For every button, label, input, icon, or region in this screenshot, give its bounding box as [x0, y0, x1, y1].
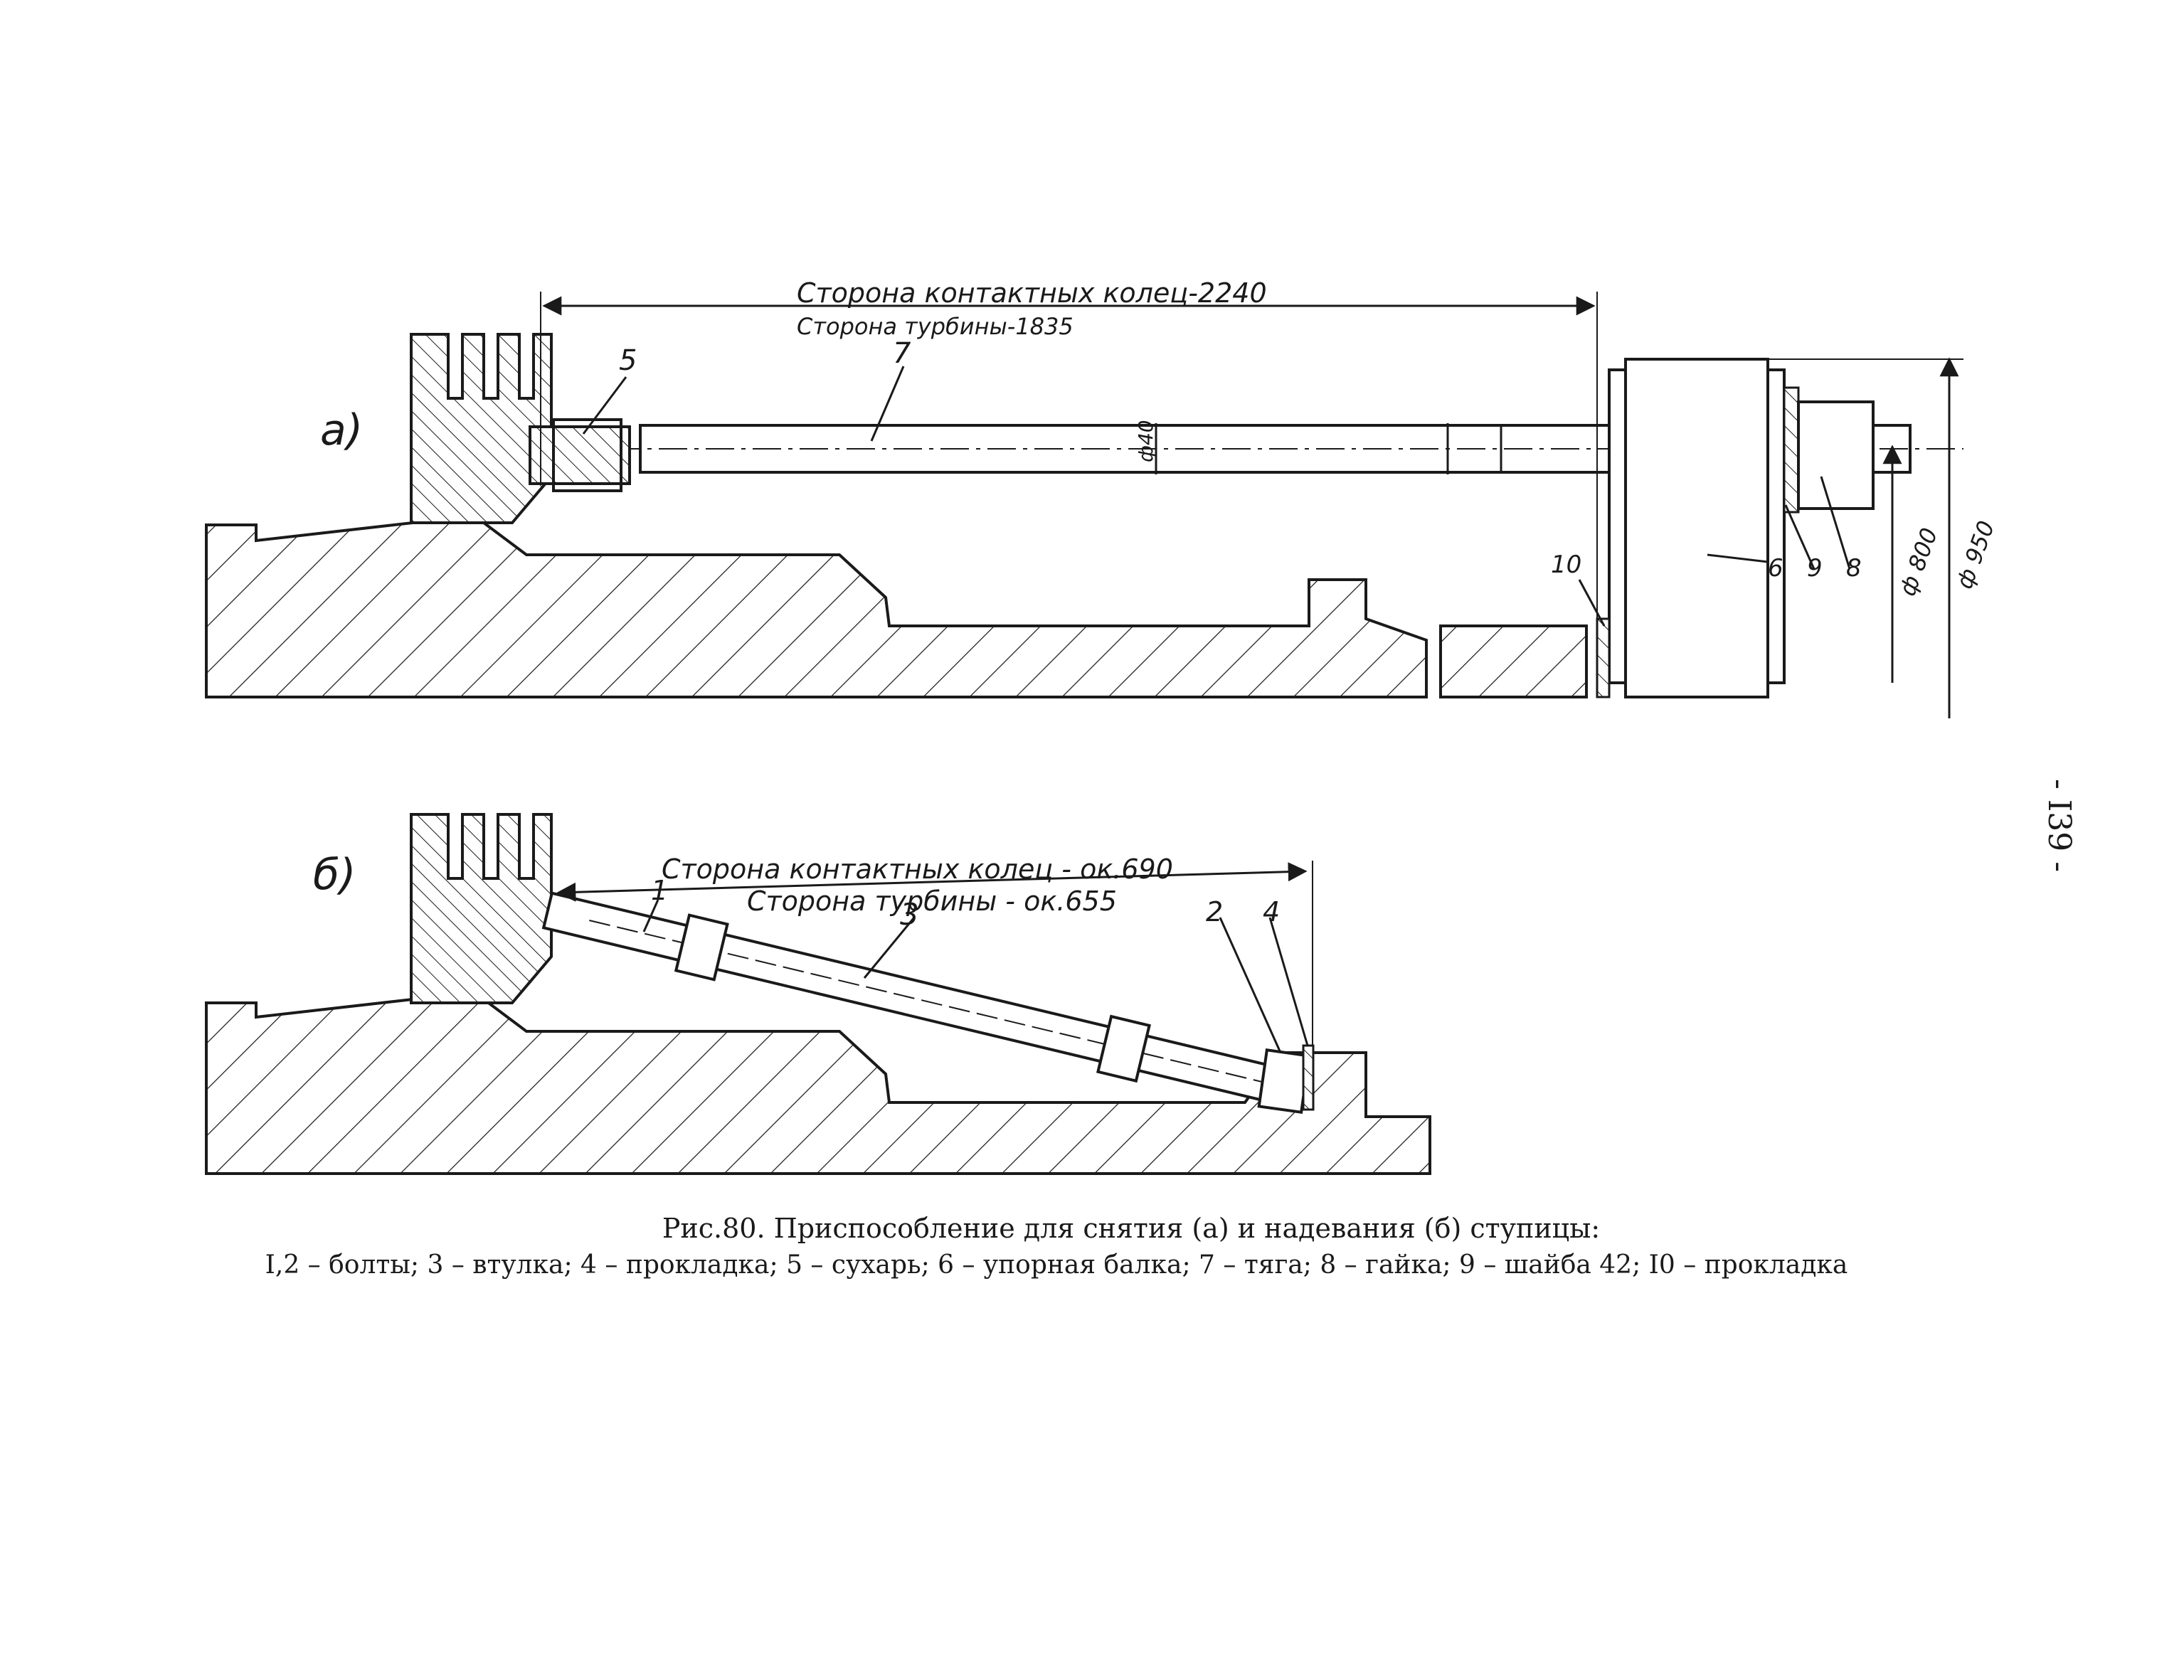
- page-number: - I39 -: [2041, 779, 2077, 872]
- nut-8: [1797, 400, 1875, 510]
- rod-diameter-label: ф40: [1134, 420, 1157, 462]
- panel-label-a: а): [320, 405, 363, 455]
- shaft-section-a-right: [1439, 624, 1588, 698]
- bolt-2: [1257, 1048, 1311, 1115]
- dimension-label-a-2: Сторона турбины-1835: [797, 313, 1074, 340]
- panel-label-b: б): [313, 850, 356, 900]
- gasket-4: [1302, 1044, 1315, 1111]
- callout-9: 9: [1807, 554, 1823, 583]
- shaft-section-b: [205, 998, 1431, 1175]
- hub-b: [410, 813, 553, 1004]
- callout-6: 6: [1768, 554, 1783, 583]
- shaft-section-a: [205, 521, 1428, 698]
- callout-5: 5: [619, 344, 637, 377]
- sukhar-5: [529, 425, 631, 485]
- thrust-beam-6: [1624, 358, 1769, 698]
- callout-10: 10: [1551, 551, 1581, 579]
- callout-3: 3: [900, 897, 919, 932]
- diameter-800-label: ф 800: [1894, 524, 1943, 600]
- diameter-950-label: ф 950: [1951, 517, 2000, 592]
- gasket-10: [1596, 617, 1611, 698]
- figure-caption-legend: I,2 – болты; 3 – втулка; 4 – прокладка; …: [265, 1250, 1848, 1280]
- callout-7: 7: [893, 337, 911, 370]
- figure-caption-title: Рис.80. Приспособление для снятия (а) и …: [662, 1213, 1600, 1244]
- dimension-label-b-1: Сторона контактных колец - ок.690: [662, 854, 1173, 885]
- washer-9: [1783, 386, 1800, 514]
- callout-2: 2: [1206, 896, 1223, 927]
- dimension-label-a-1: Сторона контактных колец-2240: [797, 277, 1267, 309]
- callout-1: 1: [651, 875, 668, 906]
- figure-a: а) Сторона контактных колец-2240 Сторона…: [205, 277, 2000, 718]
- callout-8: 8: [1846, 554, 1862, 583]
- dimension-label-b-2: Сторона турбины - ок.655: [747, 886, 1117, 917]
- figure-b: б) Сторона контактных колец - ок.690 Сто…: [205, 813, 1431, 1175]
- callout-4: 4: [1263, 896, 1280, 927]
